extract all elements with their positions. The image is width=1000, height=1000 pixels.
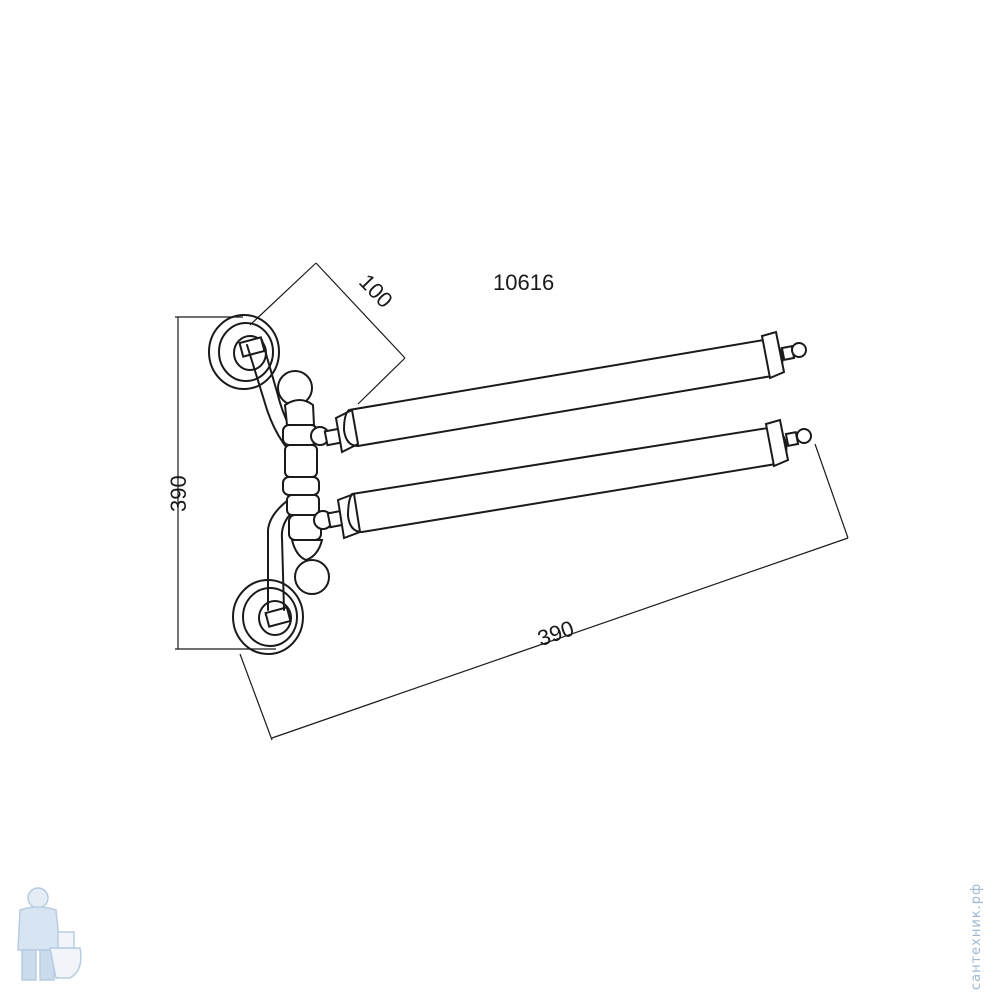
model-number: 10616 <box>493 270 554 295</box>
dimension-arm-offset: 100 <box>249 262 406 405</box>
dimension-arm-offset-label: 100 <box>354 269 397 313</box>
top-wall-mount <box>208 314 280 390</box>
bottom-wall-mount <box>232 579 304 655</box>
watermark-text: сантехник.рф <box>969 883 984 990</box>
dimension-length-label: 390 <box>534 616 577 652</box>
dimension-height-label: 390 <box>166 475 191 512</box>
dimension-length: 390 <box>239 443 849 741</box>
upper-towel-bar <box>310 330 807 454</box>
dimension-height: 390 <box>166 316 276 650</box>
pivot-column <box>282 399 324 562</box>
lower-towel-bar <box>313 418 812 540</box>
plumber-mascot-logo <box>17 887 82 981</box>
